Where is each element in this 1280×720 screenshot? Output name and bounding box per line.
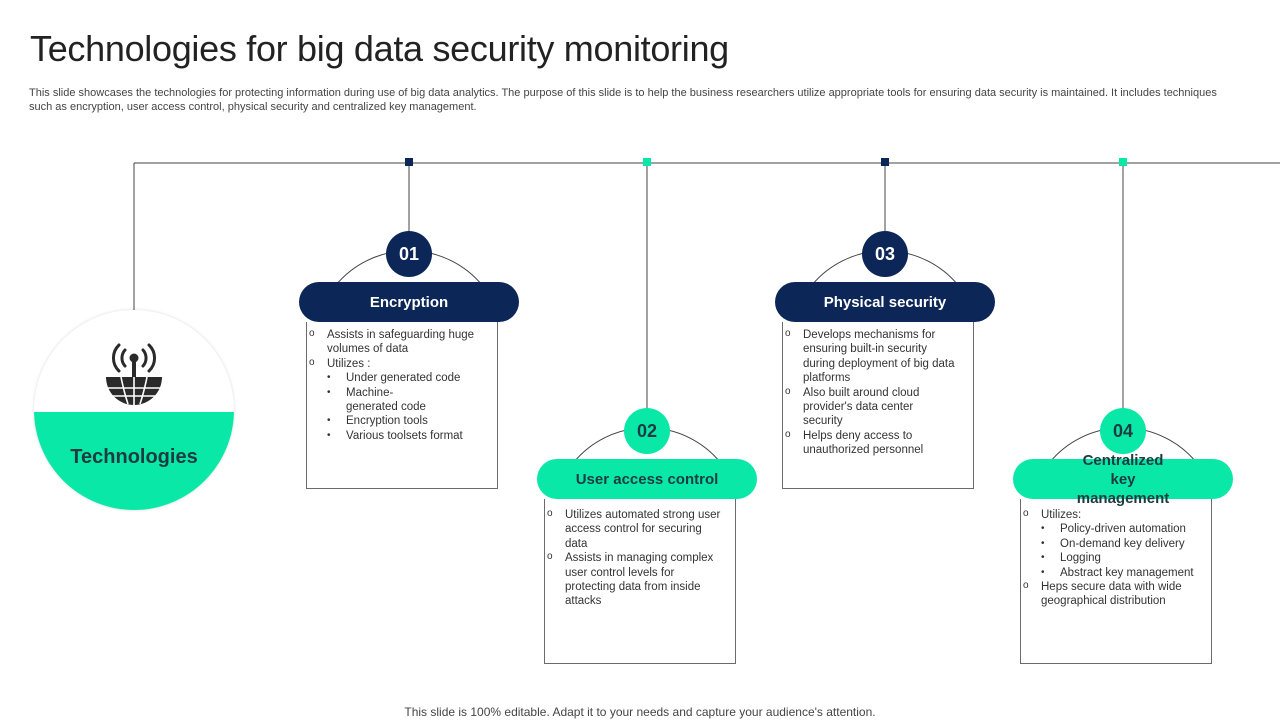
step-title-centralized-key-management: Centralized key management: [1013, 452, 1233, 507]
connector-node-02: [643, 158, 651, 166]
step-title-user-access-control: User access control: [537, 459, 757, 499]
step-card-04: Utilizes: Policy-driven automation On-de…: [1020, 499, 1212, 664]
sub-list-item: Logging: [1041, 551, 1199, 566]
list-item: Utilizes automated strong user access co…: [545, 507, 721, 551]
list-item: Utilizes: Policy-driven automation On-de…: [1021, 507, 1199, 581]
connector-node-03: [881, 158, 889, 166]
footer-note: This slide is 100% editable. Adapt it to…: [404, 705, 876, 719]
hub-fill: [34, 412, 234, 510]
connector-node-04: [1119, 158, 1127, 166]
list-item: Utilizes : Under generated code Machine-…: [307, 356, 485, 444]
sub-list-item: Various toolsets format: [327, 429, 485, 444]
list-item: Also built around cloud provider's data …: [783, 385, 961, 429]
step-card-03: Develops mechanisms for ensuring built-i…: [782, 322, 974, 489]
page-subtitle: This slide showcases the technologies fo…: [29, 87, 1217, 113]
hub-label: Technologies: [70, 446, 198, 468]
list-item: Heps secure data with wide geographical …: [1021, 579, 1199, 609]
step-number-04: 04: [1100, 408, 1146, 454]
list-item: Helps deny access to unauthorized person…: [783, 428, 961, 458]
connector-node-01: [405, 158, 413, 166]
list-item: Assists in safeguarding huge volumes of …: [307, 327, 485, 357]
step-number-03: 03: [862, 231, 908, 277]
list-item: Develops mechanisms for ensuring built-i…: [783, 327, 961, 386]
sub-list-item: Encryption tools: [327, 414, 485, 429]
step-title-encryption: Encryption: [299, 282, 519, 322]
antenna-globe-icon: [106, 343, 162, 405]
page-title: Technologies for big data security monit…: [30, 28, 729, 69]
step-title-physical-security: Physical security: [775, 282, 995, 322]
technologies-hub: Technologies: [34, 310, 234, 510]
sub-list-item: Policy-driven automation: [1041, 522, 1199, 537]
sub-list-item: On-demand key delivery: [1041, 537, 1199, 552]
sub-list-item: Under generated code: [327, 371, 485, 386]
step-number-02: 02: [624, 408, 670, 454]
sub-list-item: Abstract key management: [1041, 566, 1199, 581]
step-card-02: Utilizes automated strong user access co…: [544, 499, 736, 664]
list-item: Assists in managing complex user control…: [545, 550, 721, 609]
step-number-01: 01: [386, 231, 432, 277]
step-card-01: Assists in safeguarding huge volumes of …: [306, 322, 498, 489]
sub-list-item: Machine-generated code: [327, 386, 485, 415]
